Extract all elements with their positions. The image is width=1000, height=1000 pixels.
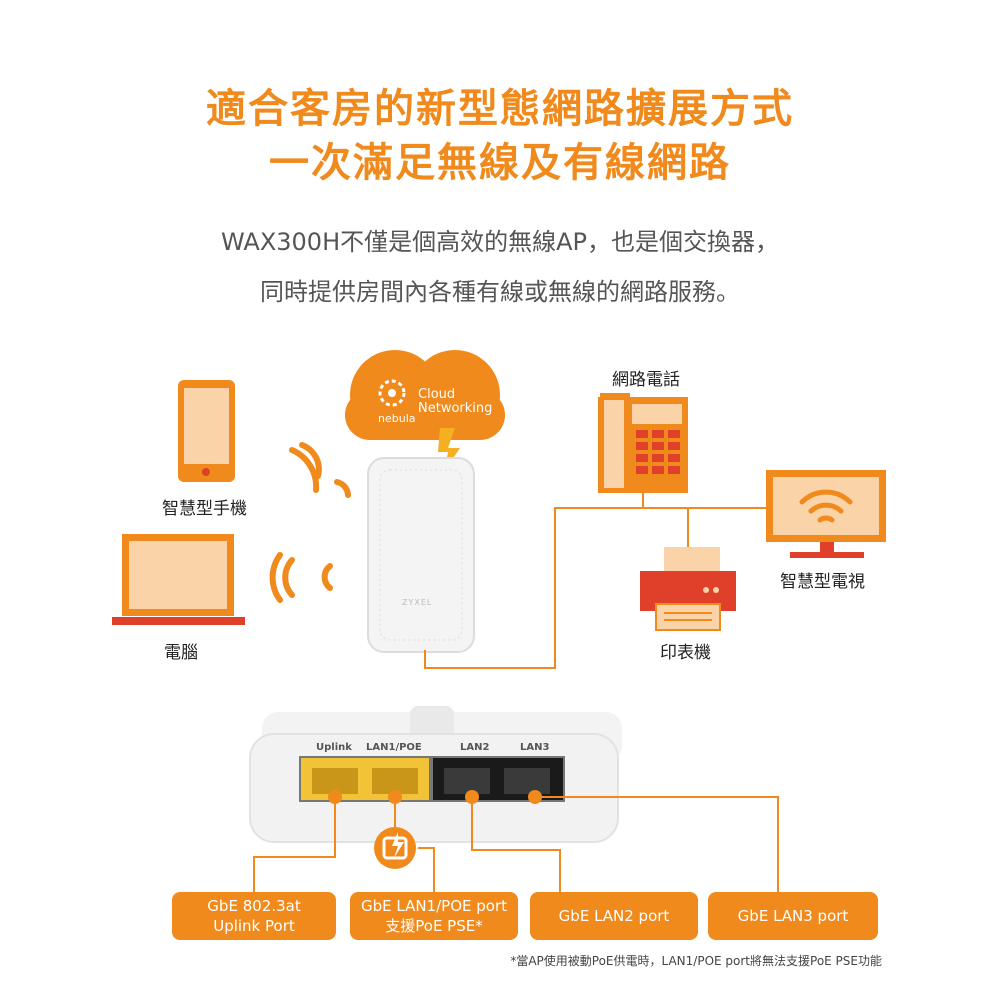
pill-lan3-line1: GbE LAN3 port bbox=[737, 907, 849, 925]
cloud-label-line2: Networking bbox=[418, 401, 493, 416]
pill-lan1-line2: 支援PoE PSE* bbox=[385, 917, 483, 935]
pill-lan1-poe-port: GbE LAN1/POE port 支援PoE PSE* bbox=[350, 892, 518, 940]
access-point-icon bbox=[367, 457, 475, 653]
label-voip-phone: 網路電話 bbox=[612, 370, 680, 390]
pill-uplink-line1: GbE 802.3at bbox=[207, 897, 301, 915]
description-line-2: 同時提供房間內各種有線或無線的網路服務。 bbox=[260, 278, 740, 306]
nebula-brand: nebula bbox=[378, 412, 416, 425]
poe-power-icon bbox=[374, 827, 416, 869]
lightning-icon bbox=[438, 428, 460, 472]
pill-lan3-port: GbE LAN3 port bbox=[708, 892, 878, 940]
label-computer: 電腦 bbox=[164, 643, 198, 663]
cloud-label-line1: Cloud bbox=[418, 387, 456, 402]
wifi-signal-icon-2 bbox=[269, 552, 333, 603]
port-label-uplink: Uplink bbox=[316, 742, 352, 753]
pill-lan2-line1: GbE LAN2 port bbox=[558, 907, 670, 925]
port-label-lan2: LAN2 bbox=[460, 742, 490, 753]
label-printer: 印表機 bbox=[660, 643, 711, 663]
smart-tv-icon bbox=[766, 470, 886, 558]
label-smartphone: 智慧型手機 bbox=[162, 499, 247, 519]
wifi-signal-icon bbox=[289, 442, 351, 498]
description-line-1: WAX300H不僅是個高效的無線AP，也是個交換器， bbox=[220, 228, 780, 256]
ap-switch-front-view bbox=[249, 706, 622, 843]
cloud-icon bbox=[345, 350, 505, 440]
headline-line-1: 適合客房的新型態網路擴展方式 bbox=[206, 86, 794, 132]
smartphone-icon bbox=[178, 380, 235, 482]
pill-uplink-port: GbE 802.3at Uplink Port bbox=[172, 892, 336, 940]
port-label-lan3: LAN3 bbox=[520, 742, 550, 753]
footnote: *當AP使用被動PoE供電時，LAN1/POE port將無法支援PoE PSE… bbox=[510, 954, 882, 968]
printer-icon bbox=[640, 547, 736, 631]
pill-lan1-line1: GbE LAN1/POE port bbox=[360, 897, 507, 915]
label-smart-tv: 智慧型電視 bbox=[780, 572, 865, 592]
pill-lan2-port: GbE LAN2 port bbox=[530, 892, 698, 940]
port-label-lan1: LAN1/POE bbox=[366, 742, 422, 753]
laptop-icon bbox=[112, 534, 245, 625]
pill-uplink-line2: Uplink Port bbox=[213, 917, 295, 935]
voip-phone-icon bbox=[598, 393, 688, 493]
headline-line-2: 一次滿足無線及有線網路 bbox=[269, 140, 731, 186]
ap-brand-logo: ZYXEL bbox=[402, 598, 433, 607]
